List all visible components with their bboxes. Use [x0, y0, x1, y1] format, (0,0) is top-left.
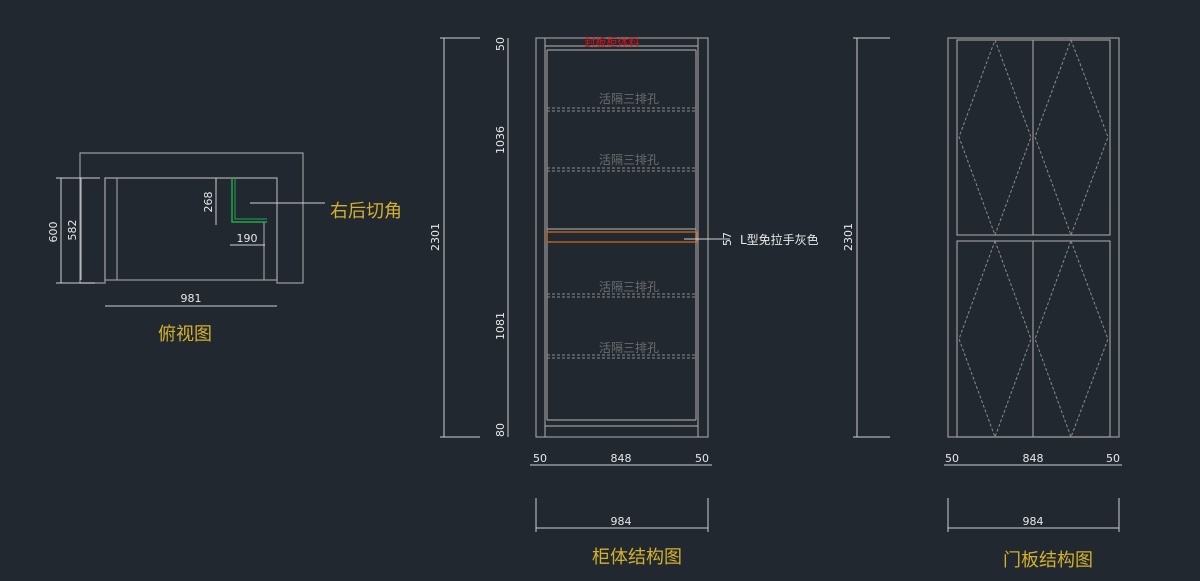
dim-50-right: 50	[695, 452, 709, 465]
dim-50-right: 50	[1106, 452, 1120, 465]
drawing-line	[234, 178, 267, 220]
dim-50-left: 50	[533, 452, 547, 465]
corner-cut-line	[231, 178, 267, 223]
dim-50-left: 50	[945, 452, 959, 465]
dim-190: 190	[237, 232, 258, 245]
dim-80: 80	[494, 423, 507, 437]
dim-2301: 2301	[429, 223, 442, 251]
dim-50-top: 50	[494, 37, 507, 51]
top-view-title: 俯视图	[158, 324, 212, 345]
shelf-label: 活隔三排孔	[599, 92, 659, 106]
shelf-label: 活隔三排孔	[599, 280, 659, 294]
shelf-label: 活隔三排孔	[599, 153, 659, 167]
dim-848: 848	[611, 452, 632, 465]
dim-600: 600	[47, 222, 60, 243]
door-diamonds-top	[958, 38, 1109, 237]
top-panel-label: 封板柜体料	[585, 35, 640, 49]
dim-268: 268	[202, 192, 215, 213]
cabinet-outline	[104, 177, 278, 281]
dim-2301-door: 2301	[842, 223, 855, 251]
dim-981: 981	[181, 292, 202, 305]
door-view-title: 门板结构图	[1003, 550, 1093, 571]
dim-848: 848	[1023, 452, 1044, 465]
dim-1036: 1036	[494, 126, 507, 154]
corner-cut-label: 右后切角	[330, 201, 402, 222]
cabinet-view-title: 柜体结构图	[592, 547, 682, 568]
handle-label: L型免拉手灰色	[740, 232, 819, 247]
dim-984: 984	[611, 515, 632, 528]
dim-57: 57	[721, 232, 734, 246]
handle-rail	[546, 231, 698, 243]
cabinet-view: 封板柜体料 活隔三排孔 活隔三排孔 活隔三排孔 活隔三排孔 57 L型免拉手灰色…	[429, 35, 819, 568]
wall-hatch	[79, 152, 304, 284]
dim-582: 582	[66, 220, 79, 241]
top-view: 右后切角 600 582 268 190 981 俯视图	[47, 152, 402, 345]
door-view: 2301 50 848 50 984 门板结构图	[842, 37, 1122, 571]
dim-1081: 1081	[494, 312, 507, 340]
shelf-label: 活隔三排孔	[599, 341, 659, 355]
cabinet-frame	[535, 37, 709, 438]
dim-984: 984	[1023, 515, 1044, 528]
